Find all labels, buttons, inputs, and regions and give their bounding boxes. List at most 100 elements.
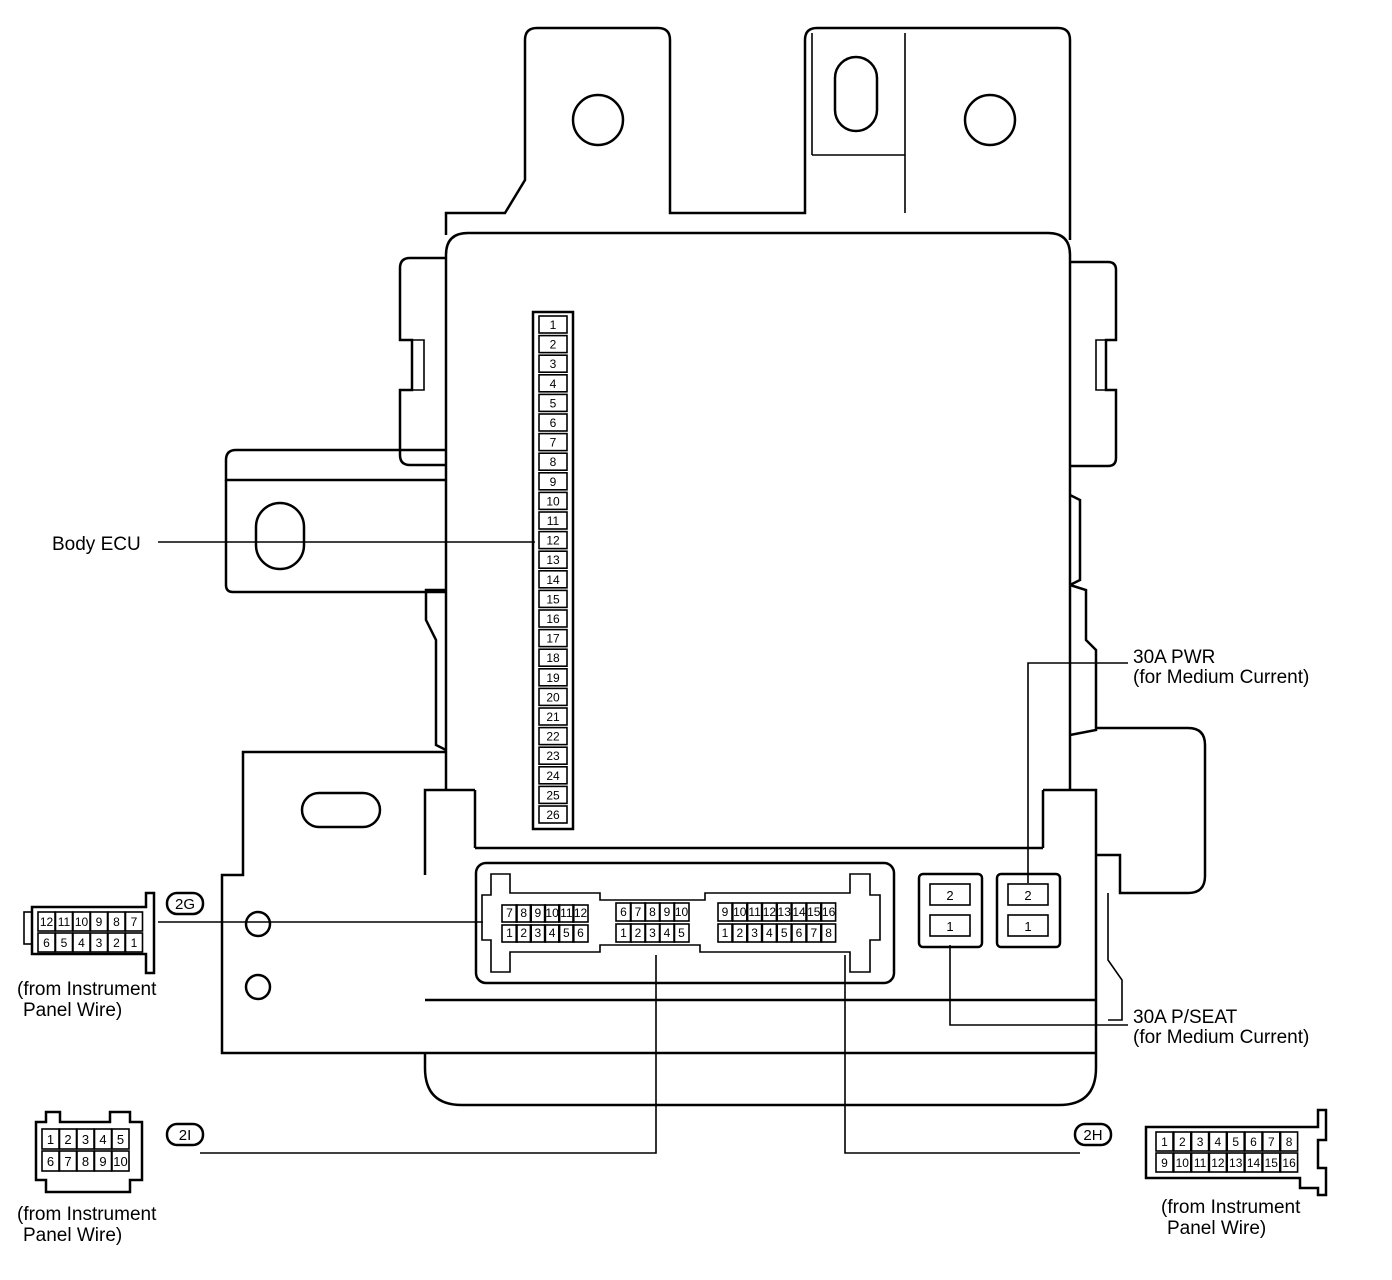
- hdr-c-bottom-pin: 1: [722, 926, 729, 940]
- c2i-top-pin: 4: [99, 1132, 106, 1147]
- c2g-bottom-cell: [124, 932, 144, 953]
- mount-hole-right-icon: [963, 93, 1017, 147]
- ecu-pin: 13: [546, 553, 560, 567]
- c2h-bottom-pin: 13: [1229, 1156, 1243, 1170]
- ecu-pin-cell: [538, 432, 568, 452]
- hdr-a-bottom-pin: 3: [535, 926, 542, 940]
- hdr-c-top-pin: 10: [733, 905, 747, 919]
- hdr-b-bottom-pin: 1: [620, 926, 627, 940]
- ecu-pin-cell: [538, 628, 568, 648]
- hdr-b-bottom-pin: 5: [678, 926, 685, 940]
- ecu-pin: 16: [546, 612, 560, 626]
- c2i-top-pin: 2: [64, 1132, 71, 1147]
- ecu-pin-cell: [538, 413, 568, 432]
- hdr-b-top-pin: 9: [664, 905, 671, 919]
- connector-2h-code: 2H: [1083, 1127, 1102, 1144]
- hdr-a-top-pin: 8: [520, 906, 527, 920]
- hdr-a-top-pin: 7: [506, 906, 513, 920]
- hdr-b-bottom-pin: 2: [635, 926, 642, 940]
- ecu-pin-cell: [538, 491, 568, 511]
- hdr-a-top-cell: [529, 904, 547, 923]
- c2h-bottom-pin: 9: [1161, 1156, 1168, 1170]
- c2h-top-cell: [1244, 1131, 1263, 1152]
- hdr-b-bottom-pin: 4: [664, 926, 671, 940]
- c2h-top-cell: [1226, 1131, 1245, 1152]
- ecu-pin: 6: [550, 416, 557, 430]
- hdr-c-bottom-pin: 5: [781, 926, 788, 940]
- c2h-bottom-pin: 16: [1282, 1156, 1296, 1170]
- mount-slot-center-icon: [833, 55, 879, 133]
- hdr-b-top-pin: 10: [675, 905, 689, 919]
- ecu-pin: 11: [547, 514, 560, 528]
- ecu-pin: 17: [546, 632, 560, 646]
- ecu-pin-cell: [538, 315, 568, 334]
- hdr-c-bottom-pin: 2: [736, 926, 743, 940]
- hdr-c-top-pin: 12: [763, 905, 777, 919]
- c2h-bottom-cell: [1244, 1152, 1263, 1173]
- ecu-pin: 10: [546, 494, 560, 508]
- label-body-ecu: Body ECU: [52, 534, 141, 555]
- ecu-pin-cell: [538, 354, 568, 374]
- hdr-a-bottom-pin: 2: [520, 926, 527, 940]
- connector-2h-note-2: Panel Wire): [1167, 1218, 1266, 1239]
- mount-hole-left-icon: [571, 93, 625, 147]
- c2h-top-pin: 1: [1161, 1135, 1168, 1149]
- ecu-pin: 8: [550, 455, 557, 469]
- ecu-pin-cell: [538, 373, 568, 393]
- hdr-a-bottom-cell: [529, 924, 547, 943]
- ecu-pin-cell: [538, 589, 568, 609]
- c2i-bottom-pin: 6: [47, 1154, 54, 1169]
- hdr-b-bottom-cell: [673, 923, 690, 943]
- fuse-pwr[interactable]: 2 1: [995, 872, 1062, 949]
- hdr-b-top-pin: 6: [620, 905, 627, 919]
- hdr-a-bottom-cell: [572, 924, 589, 943]
- hdr-c-top-pin: 11: [748, 905, 761, 919]
- ecu-pin-cell: [538, 687, 568, 707]
- ecu-pin-cell: [538, 785, 568, 805]
- ecu-pin: 14: [546, 573, 560, 587]
- c2i-top-cell: [111, 1128, 130, 1150]
- hdr-a-top-pin: 10: [545, 906, 559, 920]
- connector-2g-note-1: (from Instrument: [17, 979, 157, 1000]
- hdr-c-bottom-pin: 6: [796, 926, 803, 940]
- c2g-bottom-pin: 4: [78, 936, 85, 950]
- connector-2g-code: 2G: [175, 896, 195, 913]
- ecu-pin-cell: [538, 765, 568, 785]
- ecu-pin: 12: [546, 534, 560, 548]
- connector-2i-note-1: (from Instrument: [17, 1204, 157, 1225]
- ecu-pin-cell: [538, 334, 568, 354]
- hdr-a-bottom-pin: 4: [549, 926, 556, 940]
- ecu-pin: 22: [546, 730, 560, 744]
- hdr-a-top-pin: 11: [560, 906, 573, 920]
- ecu-pin-cell: [538, 393, 568, 413]
- label-pseat-line1: 30A P/SEAT: [1133, 1007, 1238, 1028]
- c2h-top-pin: 4: [1215, 1135, 1222, 1149]
- fuse-pseat-pin-top: 2: [946, 888, 953, 903]
- connector-2h-note-1: (from Instrument: [1161, 1197, 1301, 1218]
- hdr-b-bottom-pin: 3: [649, 926, 656, 940]
- hdr-a-bottom-pin: 6: [577, 926, 584, 940]
- ecu-pin-cell: [538, 569, 568, 589]
- connector-2h-badge: 2H: [1073, 1122, 1113, 1147]
- ecu-pin-cell: [538, 667, 568, 687]
- ecu-pin-cell: [538, 707, 568, 726]
- c2g-bottom-pin: 2: [113, 936, 120, 950]
- c2i-bottom-pin: 10: [113, 1154, 127, 1169]
- hdr-c-top-cell: [820, 902, 837, 922]
- ecu-pin: 9: [550, 475, 557, 489]
- c2i-bottom-cell: [111, 1150, 130, 1172]
- fuse-pseat[interactable]: 2 1: [917, 872, 984, 949]
- connector-2i-badge: 2I: [165, 1122, 205, 1147]
- ecu-pin-cell: [538, 805, 568, 824]
- c2i-top-pin: 1: [47, 1132, 54, 1147]
- hdr-b-top-cell: [673, 902, 690, 922]
- fuse-pseat-pin-bottom: 1: [946, 919, 953, 934]
- hdr-a-top-cell: [572, 904, 589, 923]
